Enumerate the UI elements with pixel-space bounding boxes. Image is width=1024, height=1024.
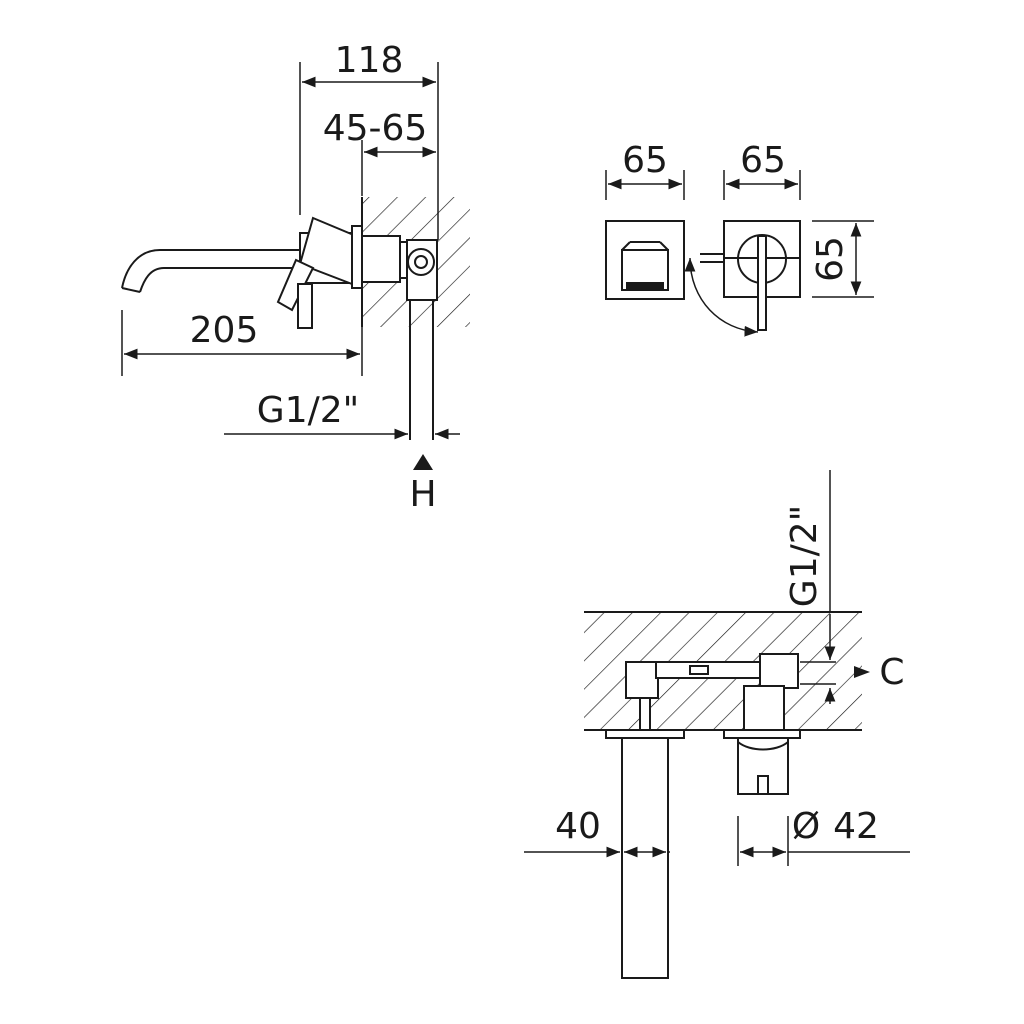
spout-outlet [626, 282, 664, 289]
dim-plate-height: 65 [810, 236, 851, 282]
connection-ring [407, 248, 435, 276]
cartridge-flange [351, 225, 363, 289]
rotation-arrow [684, 257, 759, 337]
dim-total-depth: 118 [335, 40, 404, 81]
dim-plate-width-left: 65 [622, 140, 668, 181]
dim-diameter-value: 42 [833, 806, 879, 847]
top-view: G1/2" C 40 Ø 42 [524, 470, 910, 979]
handle-stem [297, 283, 313, 329]
concealed-body [625, 661, 659, 699]
dim-plate-width-right: 65 [740, 140, 786, 181]
dim-spout-width: 40 [555, 806, 601, 847]
spout-top [621, 737, 669, 979]
dim-spout-length: 205 [190, 310, 259, 351]
spout [121, 249, 300, 293]
spout-plate-top [605, 729, 685, 739]
front-view: 65 65 65 [605, 140, 874, 337]
cartridge-body [361, 235, 401, 283]
dim-wall-range: 45-65 [323, 108, 428, 149]
side-view: 118 45-65 205 G1/2" H [121, 40, 470, 515]
label-h: H [409, 474, 436, 515]
label-c: C [879, 652, 904, 693]
dim-thread-side: G1/2" [257, 390, 359, 431]
handle-plate-top [723, 729, 801, 739]
handle-lever-front [757, 235, 767, 331]
dim-diameter-symbol: Ø [792, 806, 820, 847]
dim-thread-top: G1/2" [784, 505, 825, 607]
